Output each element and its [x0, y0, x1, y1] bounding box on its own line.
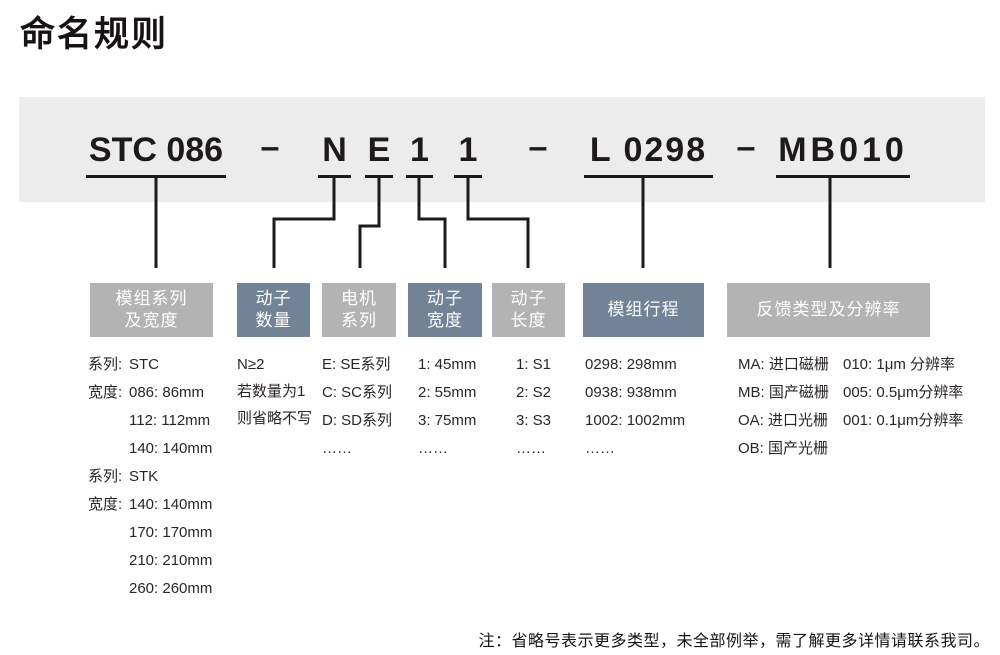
detail-label	[88, 519, 129, 547]
label-box-mover-length: 动子 长度	[492, 283, 565, 337]
detail-value: 140: 140mm	[129, 496, 213, 513]
detail-row: 若数量为1	[237, 383, 306, 400]
detail-column-motor-series: E: SE系列 C: SC系列 D: SD系列 ……	[322, 351, 392, 463]
detail-row: E: SE系列	[322, 356, 391, 373]
label-box-motor-series: 电机 系列	[322, 283, 396, 337]
code-separator: –	[528, 128, 548, 166]
detail-row: 260: 260mm	[88, 575, 212, 603]
detail-row: OB: 国产光栅	[738, 440, 829, 457]
label-box-line: 模组行程	[607, 300, 680, 319]
detail-row: 0938: 938mm	[585, 384, 677, 401]
detail-label	[88, 575, 129, 603]
detail-label	[88, 547, 129, 575]
detail-row: 1002: 1002mm	[585, 412, 686, 429]
detail-column-module-stroke: 0298: 298mm 0938: 938mm 1002: 1002mm ……	[585, 351, 685, 463]
detail-row: MB: 国产磁栅	[738, 384, 829, 401]
detail-row: 1: 45mm	[418, 356, 477, 373]
detail-row: 0298: 298mm	[585, 356, 677, 373]
code-segment-mover-length: 1	[454, 125, 482, 178]
detail-value: 210: 210mm	[129, 552, 213, 569]
detail-row: 系列: STC	[88, 351, 212, 379]
detail-row: 1: S1	[516, 356, 552, 373]
label-box-line: 数量	[255, 311, 292, 330]
detail-value: STK	[129, 468, 159, 485]
label-box-line: 电机	[341, 289, 377, 308]
detail-row: MA: 进口磁栅	[738, 356, 829, 373]
detail-column-mover-count: N≥2 若数量为1 则省略不写	[237, 351, 312, 432]
detail-column-mover-length: 1: S1 2: S2 3: S3 ……	[516, 351, 551, 463]
label-box-line: 及宽度	[124, 311, 179, 330]
detail-value: 112: 112mm	[129, 412, 211, 429]
label-box-mover-count: 动子 数量	[237, 283, 310, 337]
detail-label: 宽度:	[88, 384, 123, 401]
detail-row: 005: 0.5μm分辨率	[843, 384, 964, 401]
detail-row: 3: 75mm	[418, 412, 477, 429]
code-segment-series-width: STC 086	[86, 125, 226, 178]
label-box-line: 动子	[427, 289, 463, 308]
label-box-line: 动子	[255, 289, 292, 308]
detail-row: 170: 170mm	[88, 519, 212, 547]
detail-column-resolution: 010: 1μm 分辨率 005: 0.5μm分辨率 001: 0.1μm分辨率	[843, 351, 963, 435]
detail-row: 宽度: 086: 86mm	[88, 379, 212, 407]
detail-row: 宽度: 140: 140mm	[88, 491, 212, 519]
label-box-module-series-width: 模组系列 及宽度	[90, 283, 213, 337]
detail-row-ellipsis: ……	[418, 440, 448, 457]
code-segment-motor-series: E	[365, 125, 393, 178]
detail-column-feedback-type: MA: 进口磁栅 MB: 国产磁栅 OA: 进口光栅 OB: 国产光栅	[738, 351, 829, 463]
detail-row: 210: 210mm	[88, 547, 212, 575]
label-box-line: 动子	[510, 289, 547, 308]
detail-label: 宽度:	[88, 496, 123, 513]
label-box-mover-width: 动子 宽度	[408, 283, 482, 337]
detail-row: D: SD系列	[322, 412, 393, 429]
detail-label: 系列:	[88, 356, 123, 373]
label-box-line: 反馈类型及分辨率	[756, 300, 901, 319]
code-segment-mover-width: 1	[406, 125, 433, 178]
code-separator: –	[260, 128, 280, 166]
detail-value: STC	[129, 356, 159, 373]
detail-row: 系列: STK	[88, 463, 212, 491]
detail-value: 086: 86mm	[129, 384, 205, 401]
detail-row-ellipsis: ……	[585, 440, 615, 457]
detail-label	[88, 407, 129, 435]
code-separator: –	[736, 128, 756, 166]
code-segment-stroke: L 0298	[584, 125, 713, 178]
detail-label: 系列:	[88, 468, 123, 485]
detail-row: 2: 55mm	[418, 384, 477, 401]
label-box-line: 长度	[510, 311, 547, 330]
label-box-line: 模组系列	[115, 289, 188, 308]
code-segment-mover-count: N	[318, 125, 351, 178]
detail-row: N≥2	[237, 356, 265, 373]
detail-row: 112: 112mm	[88, 407, 212, 435]
detail-row: 001: 0.1μm分辨率	[843, 412, 964, 429]
detail-value: 170: 170mm	[129, 524, 213, 541]
code-segment-feedback: MB010	[776, 125, 910, 178]
detail-row: 2: S2	[516, 384, 552, 401]
footnote: 注：省略号表示更多类型，未全部例举，需了解更多详情请联系我司。	[478, 633, 990, 650]
detail-row: 010: 1μm 分辨率	[843, 356, 956, 373]
label-box-feedback-type-resolution: 反馈类型及分辨率	[727, 283, 930, 337]
label-box-line: 宽度	[427, 311, 463, 330]
label-box-module-stroke: 模组行程	[583, 283, 704, 337]
detail-row-ellipsis: ……	[322, 440, 352, 457]
detail-row: C: SC系列	[322, 384, 393, 401]
detail-row: 3: S3	[516, 412, 552, 429]
detail-column-module-series: 系列: STC 宽度: 086: 86mm 112: 112mm 140: 140m…	[88, 351, 212, 603]
detail-column-mover-width: 1: 45mm 2: 55mm 3: 75mm ……	[418, 351, 476, 463]
detail-row: 则省略不写	[237, 410, 313, 427]
page-title: 命名规则	[20, 15, 169, 54]
detail-value: 140: 140mm	[129, 440, 213, 457]
label-box-line: 系列	[341, 311, 377, 330]
detail-label	[88, 435, 129, 463]
detail-row: 140: 140mm	[88, 435, 212, 463]
detail-value: 260: 260mm	[129, 580, 213, 597]
detail-row-ellipsis: ……	[516, 440, 546, 457]
detail-row: OA: 进口光栅	[738, 412, 829, 429]
